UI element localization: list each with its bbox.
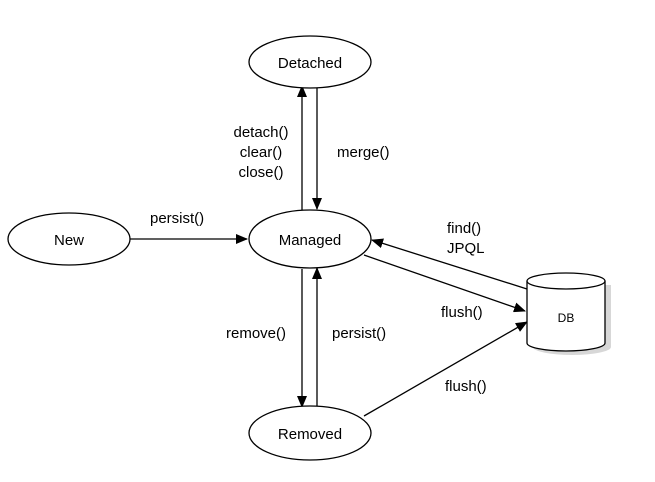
node-db-label: DB	[558, 311, 575, 325]
node-new: New	[7, 212, 131, 266]
node-detached: Detached	[248, 35, 372, 89]
label-clear: clear()	[240, 144, 283, 161]
node-removed: Removed	[248, 405, 372, 461]
edge-managed-to-db	[363, 254, 526, 313]
node-managed: Managed	[248, 209, 372, 269]
node-new-label: New	[54, 232, 84, 249]
label-find: find()	[447, 220, 481, 237]
label-persist-removed: persist()	[332, 325, 386, 342]
label-detach: detach()	[233, 124, 288, 141]
label-jpql: JPQL	[447, 240, 485, 257]
label-close: close()	[238, 164, 283, 181]
edge-db-to-managed	[371, 238, 528, 290]
label-flush-managed: flush()	[441, 304, 483, 321]
label-merge: merge()	[337, 144, 390, 161]
label-persist-new: persist()	[150, 210, 204, 227]
edge-removed-to-db	[363, 321, 528, 417]
node-removed-label: Removed	[278, 426, 342, 443]
label-remove: remove()	[226, 325, 286, 342]
node-db: DB	[526, 272, 611, 355]
label-flush-removed: flush()	[445, 378, 487, 395]
node-detached-label: Detached	[278, 55, 342, 72]
node-managed-label: Managed	[279, 232, 342, 249]
